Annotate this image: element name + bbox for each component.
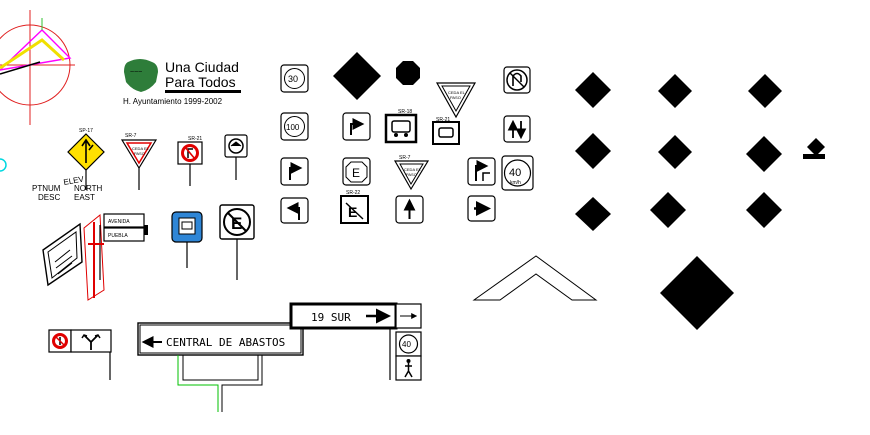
sign-sp17: SP-17 [67,128,105,190]
small-diamond-on-base [803,138,825,159]
black-diamond-r3c3 [746,192,782,228]
svg-text:100: 100 [286,123,300,132]
city-shield-icon [124,59,158,92]
sign-car-small: SR-21 [432,117,460,145]
logo-line-1: Una Ciudad [165,59,239,75]
black-diamond-r1c2 [658,74,692,108]
svg-text:NORTH: NORTH [74,184,103,193]
logo-line-2: Para Todos [165,74,236,90]
logo-underline [165,90,241,93]
svg-text:SR-7: SR-7 [125,133,137,139]
sign-no-parking: E [219,204,255,280]
sign-central-de-abastos: CENTRAL DE ABASTOS [137,322,304,412]
svg-text:SR-21: SR-21 [188,136,202,142]
svg-text:PASO: PASO [450,95,461,100]
svg-text:SR-18: SR-18 [398,109,412,115]
sign-no-right-turn: SR-21 [177,136,203,186]
survey-point-legend: PTNUM DESC ELEV NORTH EAST [32,174,103,202]
black-diamond-r2c1 [575,133,611,169]
sign-speed-30: 30 [280,64,309,93]
sign-turn-right-b [342,112,371,141]
sign-speed-40-kmh: 40 km/h [501,155,534,191]
sign-ceda-el-paso-small: SR-7 CEDA EL PASO [120,133,158,190]
svg-text:CEDA EL: CEDA EL [404,167,422,172]
city-logo: ~~~ Una Ciudad Para Todos H. Ayuntamient… [123,59,241,106]
svg-text:CEDA EL: CEDA EL [448,90,466,95]
arch-outline [472,255,598,301]
sign-roundabout-small [224,134,248,180]
black-octagon [396,61,420,85]
black-diamond-big [660,256,734,330]
sign-two-way [503,115,531,143]
black-diamond-large [333,52,381,100]
cyan-marker-icon [0,158,7,172]
black-diamond-r1c1 [575,72,611,108]
svg-text:km/h: km/h [510,180,521,186]
black-diamond-r1c3 [748,74,782,108]
sign-straight-ahead [395,195,424,224]
black-diamond-r3c2 [650,192,686,228]
svg-text:CEDA EL: CEDA EL [132,146,150,151]
svg-text:SR-22: SR-22 [346,190,360,196]
svg-text:40: 40 [509,167,521,179]
svg-text:40: 40 [402,340,411,349]
black-diamond-r3c1 [575,197,611,231]
svg-text:DESC: DESC [38,193,60,202]
compass-symbol [0,10,75,125]
sign-e-octagon: E [342,157,371,186]
sign-sr18-truck: SR-18 [384,109,418,144]
sign-19-sur: 19 SUR 40 [289,302,422,381]
svg-text:PTNUM: PTNUM [32,184,61,193]
svg-text:AVENIDA: AVENIDA [108,219,130,225]
sign-speed-100: 100 [280,112,309,141]
sign-ceda-el-paso-inverted: CEDA EL PASO [435,82,477,119]
sign-double-turn [467,157,496,186]
logo-caption: H. Ayuntamiento 1999-2002 [123,97,223,106]
svg-text:EAST: EAST [74,193,95,202]
svg-text:ELEV: ELEV [63,174,85,187]
black-diamond-r2c2 [658,135,692,169]
svg-text:SR-7: SR-7 [399,155,411,161]
route-label: 19 SUR [311,311,351,324]
sign-assembly-left [48,329,112,380]
sign-blue-service [171,211,203,268]
sign-turn-left-a [280,197,309,224]
svg-text:E: E [348,204,357,220]
sign-sr22: SR-22 E [340,190,369,224]
svg-text:PASO: PASO [134,151,145,156]
destination-label: CENTRAL DE ABASTOS [166,336,285,349]
sign-turn-right-a [280,157,309,186]
pointer-sign-cluster: AVENIDA PUEBLA [42,213,148,301]
svg-text:~~~: ~~~ [130,69,142,76]
svg-text:SR-21: SR-21 [436,117,450,123]
svg-text:PASO: PASO [406,172,417,177]
svg-text:PUEBLA: PUEBLA [108,233,128,239]
black-diamond-r2c3 [746,136,782,172]
svg-text:30: 30 [288,74,298,84]
svg-text:E: E [231,214,242,233]
sign-no-u-turn [503,66,531,94]
svg-text:SP-17: SP-17 [79,128,93,134]
sign-ceda-el-paso-mid: SR-7 CEDA EL PASO [393,155,430,191]
sign-arrow-right [467,195,496,222]
svg-text:E: E [352,166,360,180]
